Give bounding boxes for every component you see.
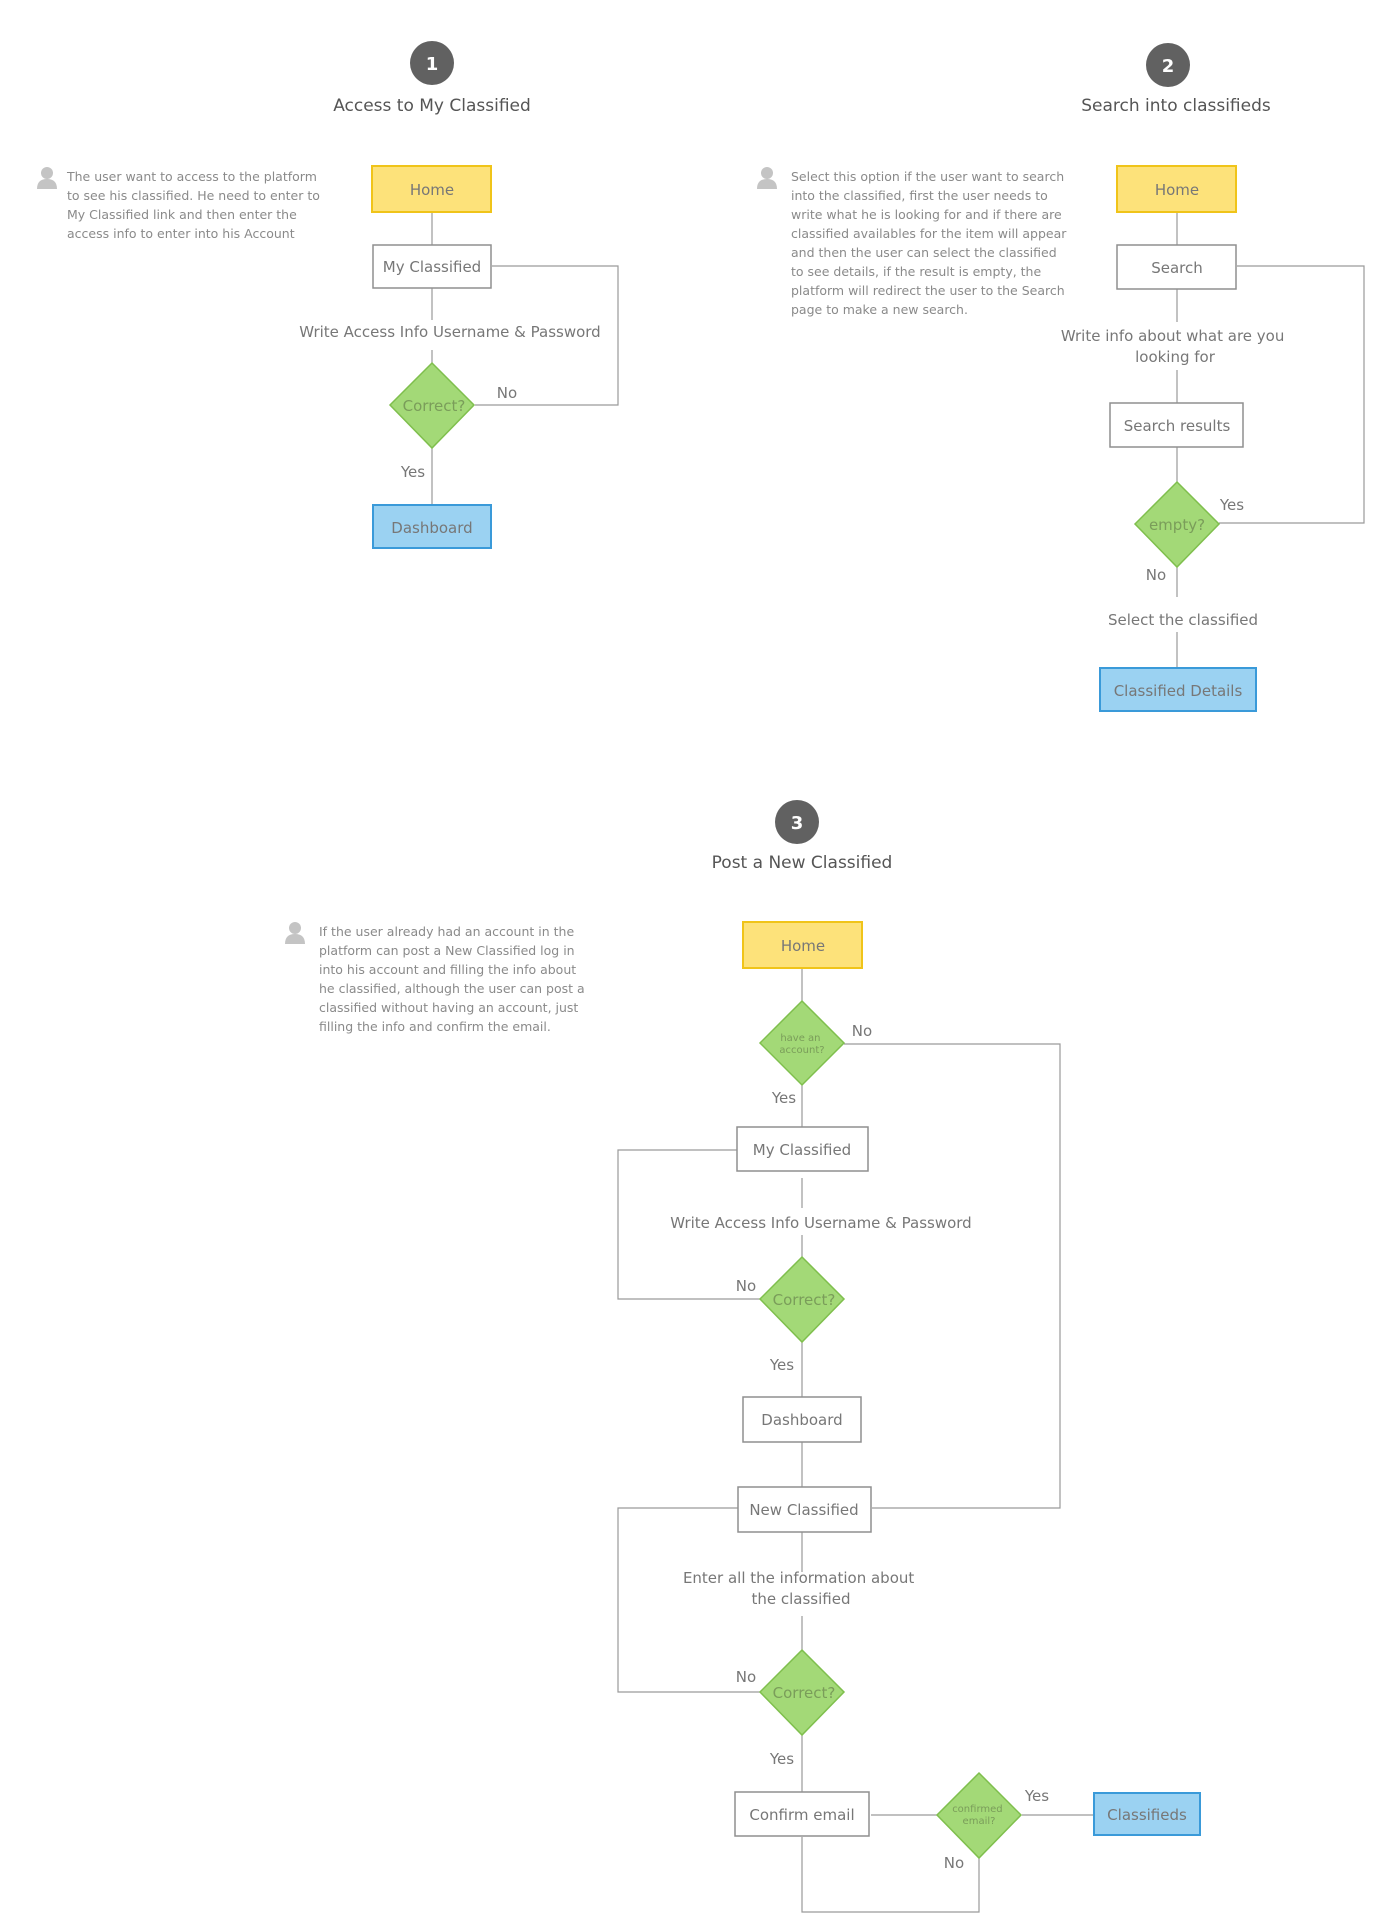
dashboard-label: Dashboard xyxy=(761,1411,842,1429)
flow-2: 2 Search into classifieds Select this op… xyxy=(757,43,1365,712)
yes-label: Yes xyxy=(400,463,425,481)
home-node[interactable] xyxy=(371,165,492,213)
correct-label: Correct? xyxy=(403,397,466,415)
correct-decision-2[interactable] xyxy=(758,1648,846,1737)
my-classified-label: My Classified xyxy=(753,1141,851,1159)
write-access-label: Write Access Info Username & Password xyxy=(670,1214,971,1232)
search-results-node[interactable] xyxy=(1109,402,1244,448)
my-classified-label: My Classified xyxy=(383,258,481,276)
flow-1-note: The user want to access to the platform … xyxy=(66,169,324,241)
classifieds-label: Classifieds xyxy=(1107,1806,1187,1824)
yes-label-3: Yes xyxy=(1024,1787,1049,1805)
flow-1: 1 Access to My Classified The user want … xyxy=(37,41,619,549)
flow-3: 3 Post a New Classified If the user alre… xyxy=(285,800,1201,1913)
step-badge-3 xyxy=(775,800,819,844)
step-number-1: 1 xyxy=(426,54,439,75)
select-label: Select the classified xyxy=(1108,611,1258,629)
have-account-label: have an account? xyxy=(779,1033,824,1056)
write-info-label: Write info about what are you looking fo… xyxy=(1061,327,1289,366)
yes-label-1: Yes xyxy=(769,1356,794,1374)
user-icon xyxy=(37,167,57,189)
empty-decision[interactable] xyxy=(1133,480,1221,569)
search-label: Search xyxy=(1151,259,1203,277)
flow-3-connectors xyxy=(617,968,1094,1913)
home-label: Home xyxy=(410,181,454,199)
no-label-3: No xyxy=(944,1854,964,1872)
dashboard-node[interactable] xyxy=(372,504,492,549)
flow-1-title: Access to My Classified xyxy=(333,96,531,116)
new-classified-label: New Classified xyxy=(749,1501,858,1519)
confirm-email-label: Confirm email xyxy=(749,1806,854,1824)
search-results-label: Search results xyxy=(1124,417,1231,435)
no-account-label: No xyxy=(852,1022,872,1040)
no-label: No xyxy=(1146,566,1166,584)
correct-label-1: Correct? xyxy=(773,1291,836,1309)
no-label-2: No xyxy=(736,1668,756,1686)
my-classified-node[interactable] xyxy=(372,244,492,289)
yes-account-label: Yes xyxy=(771,1089,796,1107)
home-label: Home xyxy=(1155,181,1199,199)
flow-2-connectors xyxy=(1176,212,1365,668)
yes-label-2: Yes xyxy=(769,1750,794,1768)
confirmed-email-decision[interactable] xyxy=(935,1771,1023,1860)
correct-label-2: Correct? xyxy=(773,1684,836,1702)
enter-info-label: Enter all the information about the clas… xyxy=(683,1569,919,1608)
dashboard-node[interactable] xyxy=(742,1396,862,1443)
step-number-2: 2 xyxy=(1162,56,1175,77)
classified-details-label: Classified Details xyxy=(1114,682,1243,700)
step-badge-1 xyxy=(410,41,454,85)
classifieds-node[interactable] xyxy=(1093,1792,1201,1836)
user-icon xyxy=(285,922,305,944)
home-node[interactable] xyxy=(742,921,863,969)
step-badge-2 xyxy=(1146,43,1190,87)
search-node[interactable] xyxy=(1116,244,1237,290)
new-classified-node[interactable] xyxy=(737,1486,872,1533)
have-account-decision[interactable] xyxy=(758,999,846,1087)
my-classified-node[interactable] xyxy=(736,1126,869,1172)
flow-3-note: If the user already had an account in th… xyxy=(319,924,589,1034)
dashboard-label: Dashboard xyxy=(391,519,472,537)
home-node[interactable] xyxy=(1116,165,1237,213)
flow-3-title: Post a New Classified xyxy=(712,853,893,873)
correct-decision-1[interactable] xyxy=(758,1255,846,1344)
correct-decision[interactable] xyxy=(388,361,476,450)
step-number-3: 3 xyxy=(791,813,804,834)
no-label-1: No xyxy=(736,1277,756,1295)
write-access-label: Write Access Info Username & Password xyxy=(299,323,600,341)
user-icon xyxy=(757,167,777,189)
classified-details-node[interactable] xyxy=(1099,667,1257,712)
empty-label: empty? xyxy=(1149,516,1205,534)
flow-2-title: Search into classifieds xyxy=(1081,96,1271,116)
yes-label: Yes xyxy=(1219,496,1244,514)
flow-1-connectors xyxy=(431,212,619,505)
no-label: No xyxy=(497,384,517,402)
home-label: Home xyxy=(781,937,825,955)
confirm-email-node[interactable] xyxy=(734,1791,870,1837)
flow-2-note: Select this option if the user want to s… xyxy=(791,169,1070,317)
confirmed-email-label: confirmed email? xyxy=(952,1804,1006,1827)
